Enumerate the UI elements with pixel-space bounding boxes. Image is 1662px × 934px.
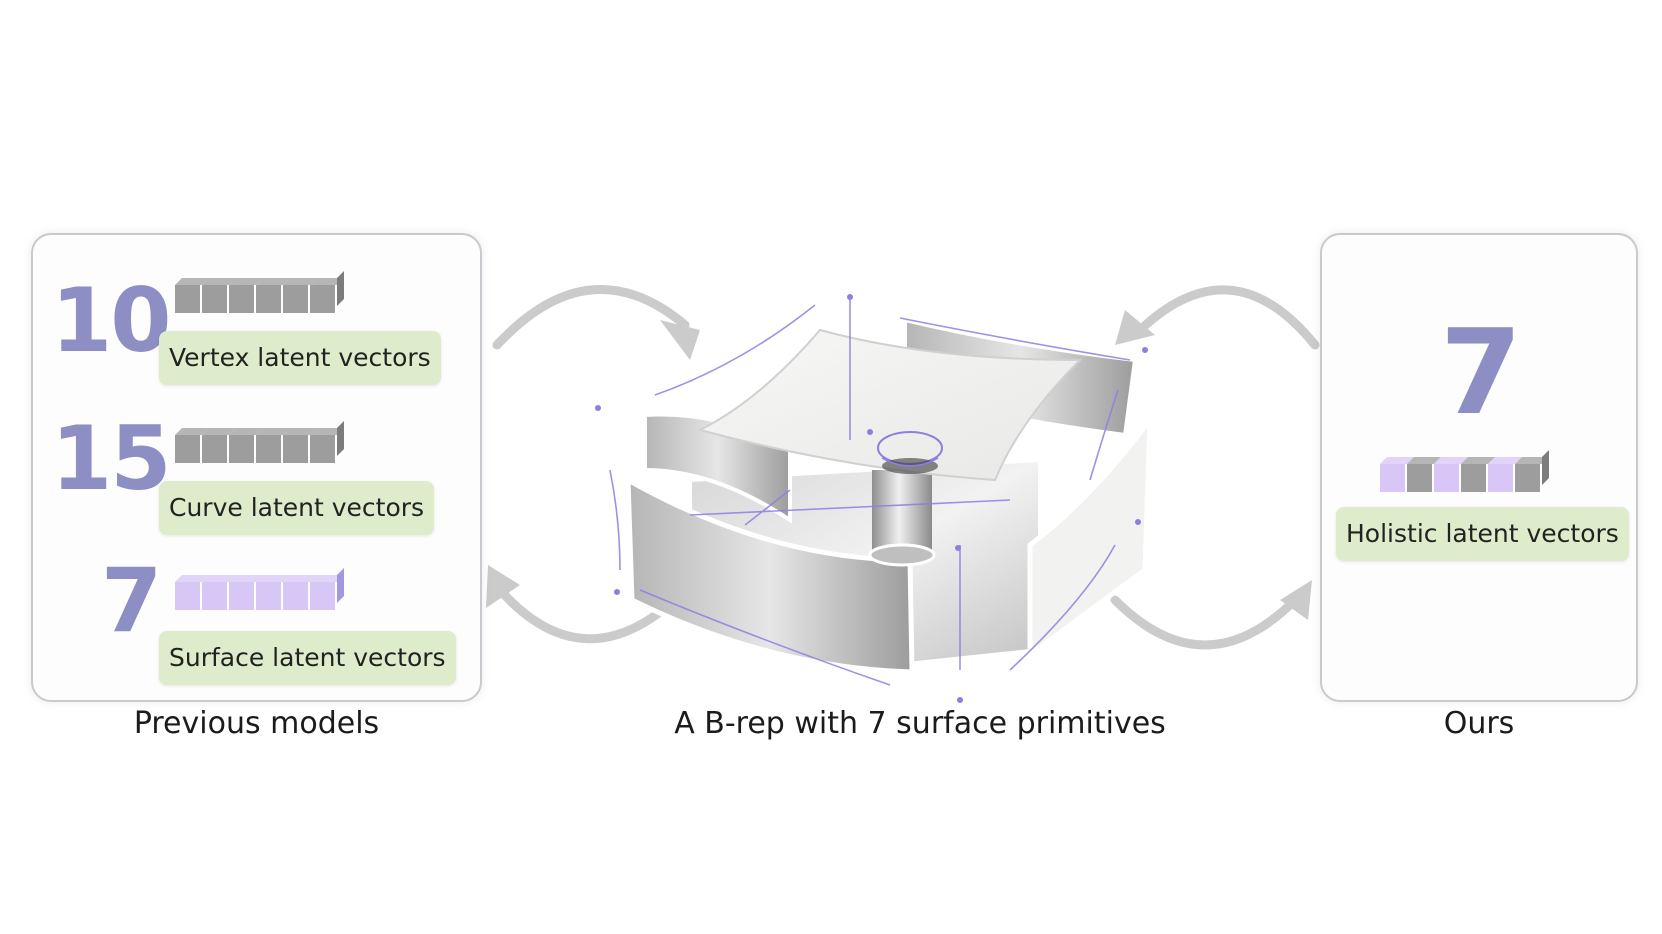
vertex-vector-icon xyxy=(175,285,337,313)
arrow-left-bottom xyxy=(495,585,685,644)
surface-count: 7 xyxy=(101,549,162,652)
arrow-right-bottom xyxy=(1110,595,1300,650)
arrow-left-top xyxy=(492,284,690,350)
holistic-count: 7 xyxy=(1440,303,1522,441)
curve-vector-icon xyxy=(175,435,337,463)
brep-top-surface xyxy=(697,328,1083,482)
brep-caption: A B-rep with 7 surface primitives xyxy=(674,706,1166,741)
brep-cylinder xyxy=(872,470,932,555)
brep-wall-front-left xyxy=(625,475,915,675)
arrow-left-bottom-head xyxy=(486,565,520,608)
arrow-right-top xyxy=(1130,285,1320,350)
surface-vector-icon xyxy=(175,582,337,610)
holistic-label: Holistic latent vectors xyxy=(1336,507,1629,561)
curve-label: Curve latent vectors xyxy=(159,481,435,535)
arrow-right-top-head xyxy=(1115,310,1155,345)
previous-models-caption: Previous models xyxy=(133,706,380,741)
holistic-vector-icon xyxy=(1380,464,1542,492)
previous-models-panel: 10 Vertex latent vectors 15 Curve latent… xyxy=(31,233,482,702)
curve-count: 15 xyxy=(51,407,171,510)
ours-panel: 7 Holistic latent vectors xyxy=(1320,233,1638,702)
surface-label: Surface latent vectors xyxy=(159,631,456,685)
ours-caption: Ours xyxy=(1443,706,1515,741)
arrow-left-top-head xyxy=(660,320,700,360)
brep-wall-right xyxy=(1027,412,1153,660)
arrow-right-bottom-head xyxy=(1280,580,1312,620)
brep-wire-edges xyxy=(609,300,1131,686)
vertex-label: Vertex latent vectors xyxy=(159,331,441,385)
brep-wire-points xyxy=(595,294,1148,703)
vertex-count: 10 xyxy=(51,269,171,372)
